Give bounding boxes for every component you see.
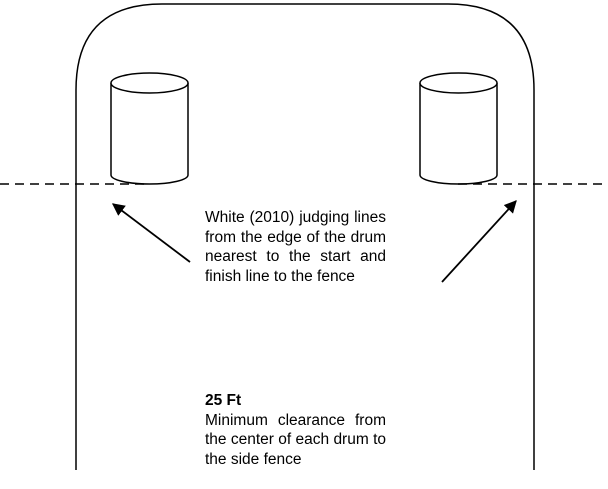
arena-fence [75, 3, 535, 470]
right-arrow [441, 200, 517, 283]
clearance-heading: 25 Ft [205, 392, 242, 409]
clearance-note: 25 Ft Minimum clearance from the center … [205, 391, 386, 469]
right-drum [419, 72, 498, 185]
judging-lines-text: White (2010) judging lines from the edge… [205, 209, 386, 285]
left-arrow [111, 203, 191, 263]
judging-lines-note: White (2010) judging lines from the edge… [205, 208, 386, 286]
clearance-text: Minimum clearance from the center of eac… [205, 411, 386, 468]
left-drum [110, 72, 189, 185]
